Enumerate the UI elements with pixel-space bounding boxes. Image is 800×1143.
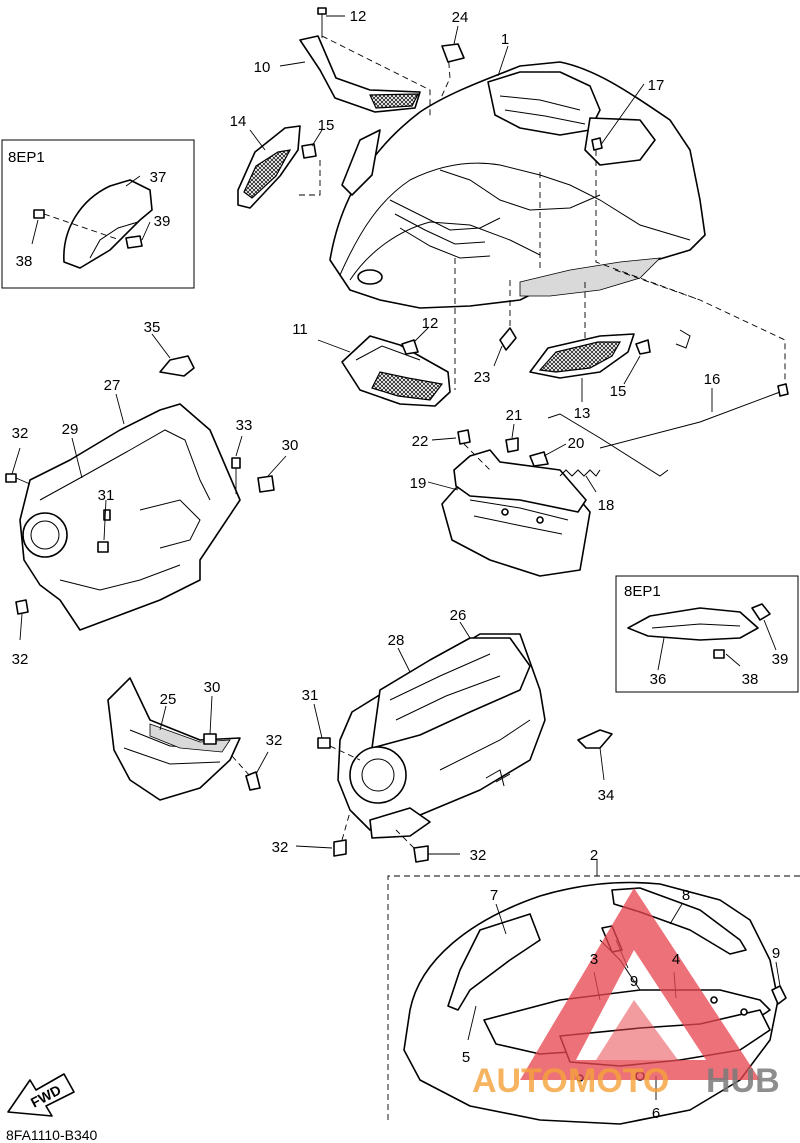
callout-c31b: 31 — [302, 687, 319, 704]
callout-c38b: 38 — [742, 671, 759, 688]
callout-c10: 10 — [254, 59, 271, 76]
callout-c39b: 39 — [772, 651, 789, 668]
variant-box-right — [615, 575, 799, 693]
callout-c11: 11 — [292, 321, 308, 338]
callout-c31a: 31 — [98, 487, 115, 504]
callout-c39a: 39 — [154, 213, 171, 230]
callout-c16: 16 — [704, 371, 721, 388]
bolt-part-12-top — [317, 7, 345, 38]
watermark-text-hub: HUB — [706, 1062, 780, 1100]
callout-c9a: 9 — [630, 973, 638, 990]
watermark-logo — [520, 888, 760, 1080]
callout-c22: 22 — [412, 433, 429, 450]
callout-c33: 33 — [236, 417, 253, 434]
bolt-part-20 — [529, 443, 567, 467]
callout-c29: 29 — [62, 421, 79, 438]
assembly-box-part-2 — [387, 860, 800, 1120]
screw-part-32-mid-left — [231, 751, 269, 791]
side-cover-part-26 — [337, 621, 546, 839]
callout-c32e: 32 — [470, 847, 487, 864]
callout-c7: 7 — [490, 887, 498, 904]
callout-c38a: 38 — [16, 253, 33, 270]
callout-c30b: 30 — [204, 679, 221, 696]
callout-c9b: 9 — [772, 945, 780, 962]
nut-part-15-top — [301, 129, 323, 159]
callout-c13: 13 — [574, 405, 591, 422]
lower-cowl-part-25 — [107, 677, 241, 801]
callout-c14: 14 — [230, 113, 247, 130]
side-panel-part-14 — [237, 125, 301, 209]
callout-c18: 18 — [598, 497, 615, 514]
callout-c19: 19 — [410, 475, 427, 492]
callout-c32b: 32 — [12, 651, 29, 668]
clip-part-23 — [493, 327, 517, 367]
callout-c8: 8 — [682, 887, 690, 904]
bracket-part-35 — [151, 333, 195, 377]
callout-c32d: 32 — [272, 839, 289, 856]
nut-part-31-right — [313, 703, 361, 761]
screw-part-32-bottom-b — [395, 829, 460, 863]
clip-part-34 — [577, 729, 613, 781]
callout-c23: 23 — [474, 369, 491, 386]
leader-lines-top — [298, 35, 786, 395]
side-cover-part-27 — [19, 393, 241, 631]
callout-c12b: 12 — [422, 315, 439, 332]
callout-c26: 26 — [450, 607, 467, 624]
duct-part-11 — [317, 327, 451, 407]
clip-part-24 — [441, 25, 465, 63]
callout-c34: 34 — [598, 787, 615, 804]
watermark-triangle-icon — [520, 888, 760, 1080]
mount-part-19 — [427, 449, 591, 577]
screw-part-32-bottom-a — [295, 811, 351, 857]
callout-c24: 24 — [452, 9, 469, 26]
callout-c4: 4 — [672, 951, 680, 968]
forward-arrow-icon — [7, 1073, 75, 1117]
callout-c36: 36 — [650, 671, 667, 688]
callout-c15a: 15 — [318, 117, 335, 134]
callout-c37: 37 — [150, 169, 167, 186]
mesh-panel-part-13 — [529, 333, 635, 402]
variant-label-top-left: 8EP1 — [8, 149, 45, 166]
callout-c6: 6 — [652, 1105, 660, 1122]
bracket-part-10 — [279, 35, 421, 113]
screw-part-33 — [231, 435, 243, 494]
bolt-part-17 — [591, 137, 603, 151]
callout-c5: 5 — [462, 1049, 470, 1066]
callout-c3: 3 — [590, 951, 598, 968]
callout-c35: 35 — [144, 319, 161, 336]
front-fender-part-1 — [329, 61, 706, 309]
doc-code: 8FA1110-B340 — [6, 1127, 98, 1143]
callout-c15b: 15 — [610, 383, 627, 400]
variant-label-right: 8EP1 — [624, 583, 661, 600]
callout-c2: 2 — [590, 847, 598, 864]
callout-c27: 27 — [104, 377, 121, 394]
callout-c1: 1 — [501, 31, 509, 48]
callout-c28: 28 — [388, 632, 405, 649]
callout-c30a: 30 — [282, 437, 299, 454]
callout-c32c: 32 — [266, 732, 283, 749]
spring-part-18 — [559, 469, 601, 493]
watermark-text-moto: MOTO — [568, 1062, 669, 1100]
variant-box-top-left — [1, 139, 195, 289]
cable-part-16 — [599, 329, 789, 449]
screw-part-32-left-bottom — [15, 599, 29, 641]
nut-part-30-upper — [257, 455, 287, 493]
callout-c20: 20 — [568, 435, 585, 452]
nut-part-15-lower — [623, 339, 651, 385]
wire-part-16b — [547, 413, 669, 477]
callout-c32a: 32 — [12, 425, 29, 442]
callout-c21: 21 — [506, 407, 523, 424]
screw-part-32-left-top — [5, 447, 31, 485]
bolt-part-21 — [505, 423, 519, 453]
callout-c12a: 12 — [350, 8, 367, 25]
watermark-text-auto: AUTO — [472, 1062, 568, 1100]
callout-c25: 25 — [160, 691, 177, 708]
nut-part-22 — [431, 429, 491, 471]
callout-c17: 17 — [648, 77, 665, 94]
